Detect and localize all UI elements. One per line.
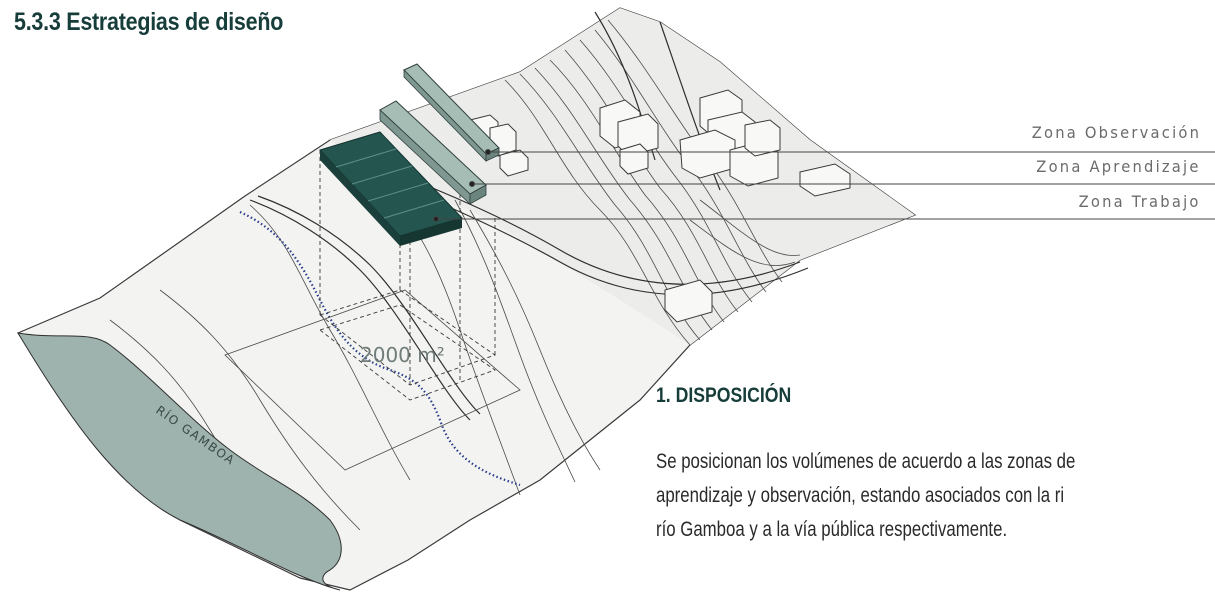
- strategy-heading: 1. DISPOSICIÓN: [656, 384, 792, 407]
- zone-label-aprendizaje: Zona Aprendizaje: [1036, 157, 1201, 176]
- leader-lines: [433, 149, 1215, 222]
- buildings: [469, 89, 851, 323]
- river: [17, 332, 342, 591]
- site-boundary: [224, 289, 521, 471]
- volume-trabajo: [319, 131, 463, 246]
- volume-observacion: [403, 63, 500, 162]
- zone-label-observacion: Zona Observación: [1031, 123, 1201, 142]
- section-title: 5.3.3 Estrategias de diseño: [14, 8, 284, 36]
- strategy-line: Se posicionan los volúmenes de acuerdo a…: [656, 450, 1076, 473]
- strategy-description: Se posicionan los volúmenes de acuerdo a…: [656, 445, 1184, 547]
- strategy-line: río Gamboa y a la vía pública respectiva…: [656, 518, 1008, 541]
- zone-label-trabajo: Zona Trabajo: [1079, 192, 1201, 211]
- terrain-hill: [330, 8, 915, 345]
- volume-aprendizaje: [379, 100, 487, 205]
- area-label: 2000 m²: [360, 343, 445, 367]
- strategy-line: aprendizaje y observación, estando asoci…: [656, 484, 1065, 507]
